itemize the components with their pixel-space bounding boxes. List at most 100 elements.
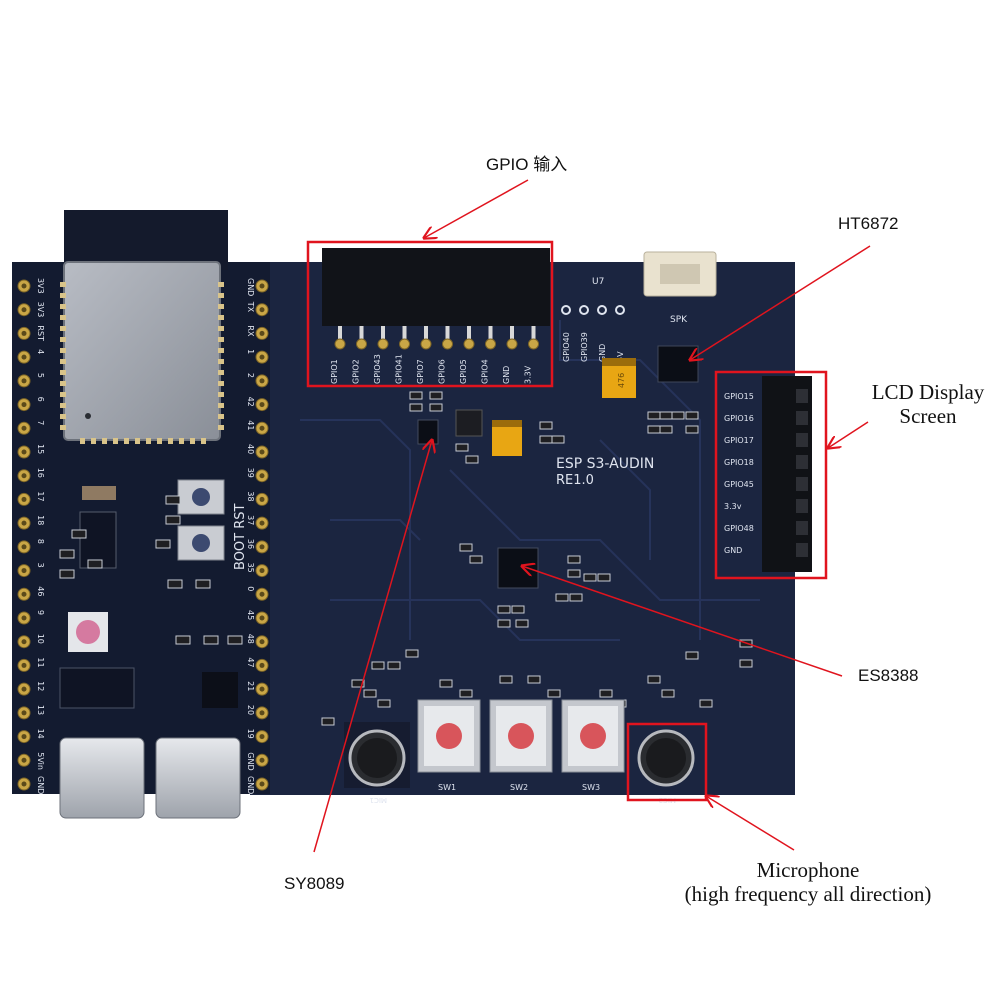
module-pad [218,326,224,331]
board-name: ESP S3-AUDIN [556,456,654,472]
lcd-header-sockets [796,389,808,557]
gpio-pin-leg [531,326,536,340]
mic-left-mesh [357,738,397,778]
devkit-smd-component [59,569,75,579]
smd-component [511,605,525,614]
smd-component [351,679,365,688]
devkit-left-pin-label: 12 [36,681,45,691]
devkit-left-pin-label: 11 [36,657,45,667]
smd-component [409,403,423,412]
lcd-pin-label: 3.3v [724,502,742,511]
header-pin-hole [21,686,27,692]
arrow-sy8089 [313,440,432,853]
gpio-pin-pad [506,338,518,350]
header-pin-hole [21,520,27,526]
header-pin-hole [21,544,27,550]
smd-component [555,593,569,602]
module-pad [80,438,85,444]
devkit-smd-component [203,635,219,645]
smd-component [659,411,673,420]
devkit-left-pin-label: 3V3 [36,302,45,318]
power-pin-label: GND [598,344,607,362]
module-pad [60,414,66,419]
tantalum-capacitor-orange-band [492,420,522,427]
module-pad [218,392,224,397]
gpio-pin-pad [377,338,389,350]
devkit-button-labels: BOOT RST [233,503,248,570]
devkit-right-pin-label: 2 [246,373,255,378]
gpio-header-pin-label: GPIO1 [330,359,339,384]
devkit-smd-component [87,559,103,569]
sw2-label: SW2 [510,783,528,792]
mic-left-label: MIC1 [370,796,387,804]
sy8089-chip [417,419,439,445]
module-pad [218,403,224,408]
header-pin-hole [21,330,27,336]
ldo-regulator [79,511,117,569]
power-pin-label: 5V [616,351,625,362]
gpio-pin-pad [528,338,539,350]
header-pin-hole [259,496,265,502]
header-pin-hole [259,615,265,621]
devkit-right-pin-label: 35 [246,563,255,573]
smd-component [685,411,699,420]
header-pin-hole [21,402,27,408]
gpio-header-pins [334,326,539,350]
smd-component [469,555,483,564]
header-pin-hole [259,781,265,787]
power-pin-pad [615,305,625,315]
rgb-led-lens [76,620,100,644]
smd-component [567,555,581,564]
label-sy8089: SY8089 [284,874,345,893]
gpio-pin-pad [334,338,346,350]
gpio-pin-leg [488,326,493,340]
header-pin-hole [259,354,265,360]
module-pad [218,348,224,353]
smd-component [387,661,401,670]
label-lcd-display: LCD Display Screen [856,380,1000,428]
header-pin-hole [259,473,265,479]
arrow-es8388 [522,566,843,677]
module-pad [60,425,66,430]
buck-inductor [455,409,483,437]
devkit-left-pin-label: 9 [36,610,45,615]
devkit-right-pin-label: 42 [246,397,255,407]
devkit-left-pin-label: 13 [36,705,45,715]
usb-c-port-right [155,737,241,819]
devkit-left-pin-label: 5 [36,373,45,378]
sw3-label: SW3 [582,783,600,792]
devkit-smd-component [175,635,191,645]
lcd-pin-label: GPIO17 [724,436,754,445]
module-pad [60,304,66,309]
lcd-socket [796,499,808,513]
gpio-pin-leg [402,326,407,340]
devkit-left-pin-label: 17 [36,491,45,501]
devkit-right-pin-label: TX [246,301,255,313]
ht6872-chip [657,345,699,383]
switch-sw3 [561,699,625,773]
es8388-chip [497,547,539,589]
header-pin-hole [21,591,27,597]
header-pin-hole [21,449,27,455]
header-pin-hole [21,757,27,763]
smd-component [539,435,553,444]
smd-component [515,619,529,628]
module-pad [135,438,140,444]
devkit-smd-component [167,579,183,589]
smd-component [547,689,561,698]
smd-component [661,689,675,698]
smd-component [371,661,385,670]
header-pin-hole [259,686,265,692]
devkit-left-pin-label: 10 [36,634,45,644]
smd-component [647,425,661,434]
header-pin-hole [21,354,27,360]
devkit-smd-component [227,635,243,645]
gpio-header-pin-label: GPIO6 [438,359,447,384]
devkit-right-pin-label: 40 [246,444,255,454]
lcd-pin-label: GPIO15 [724,392,754,401]
lcd-socket [796,455,808,469]
lcd-pin-label: GPIO48 [724,524,754,533]
power-pin-label: GPIO40 [562,332,571,362]
